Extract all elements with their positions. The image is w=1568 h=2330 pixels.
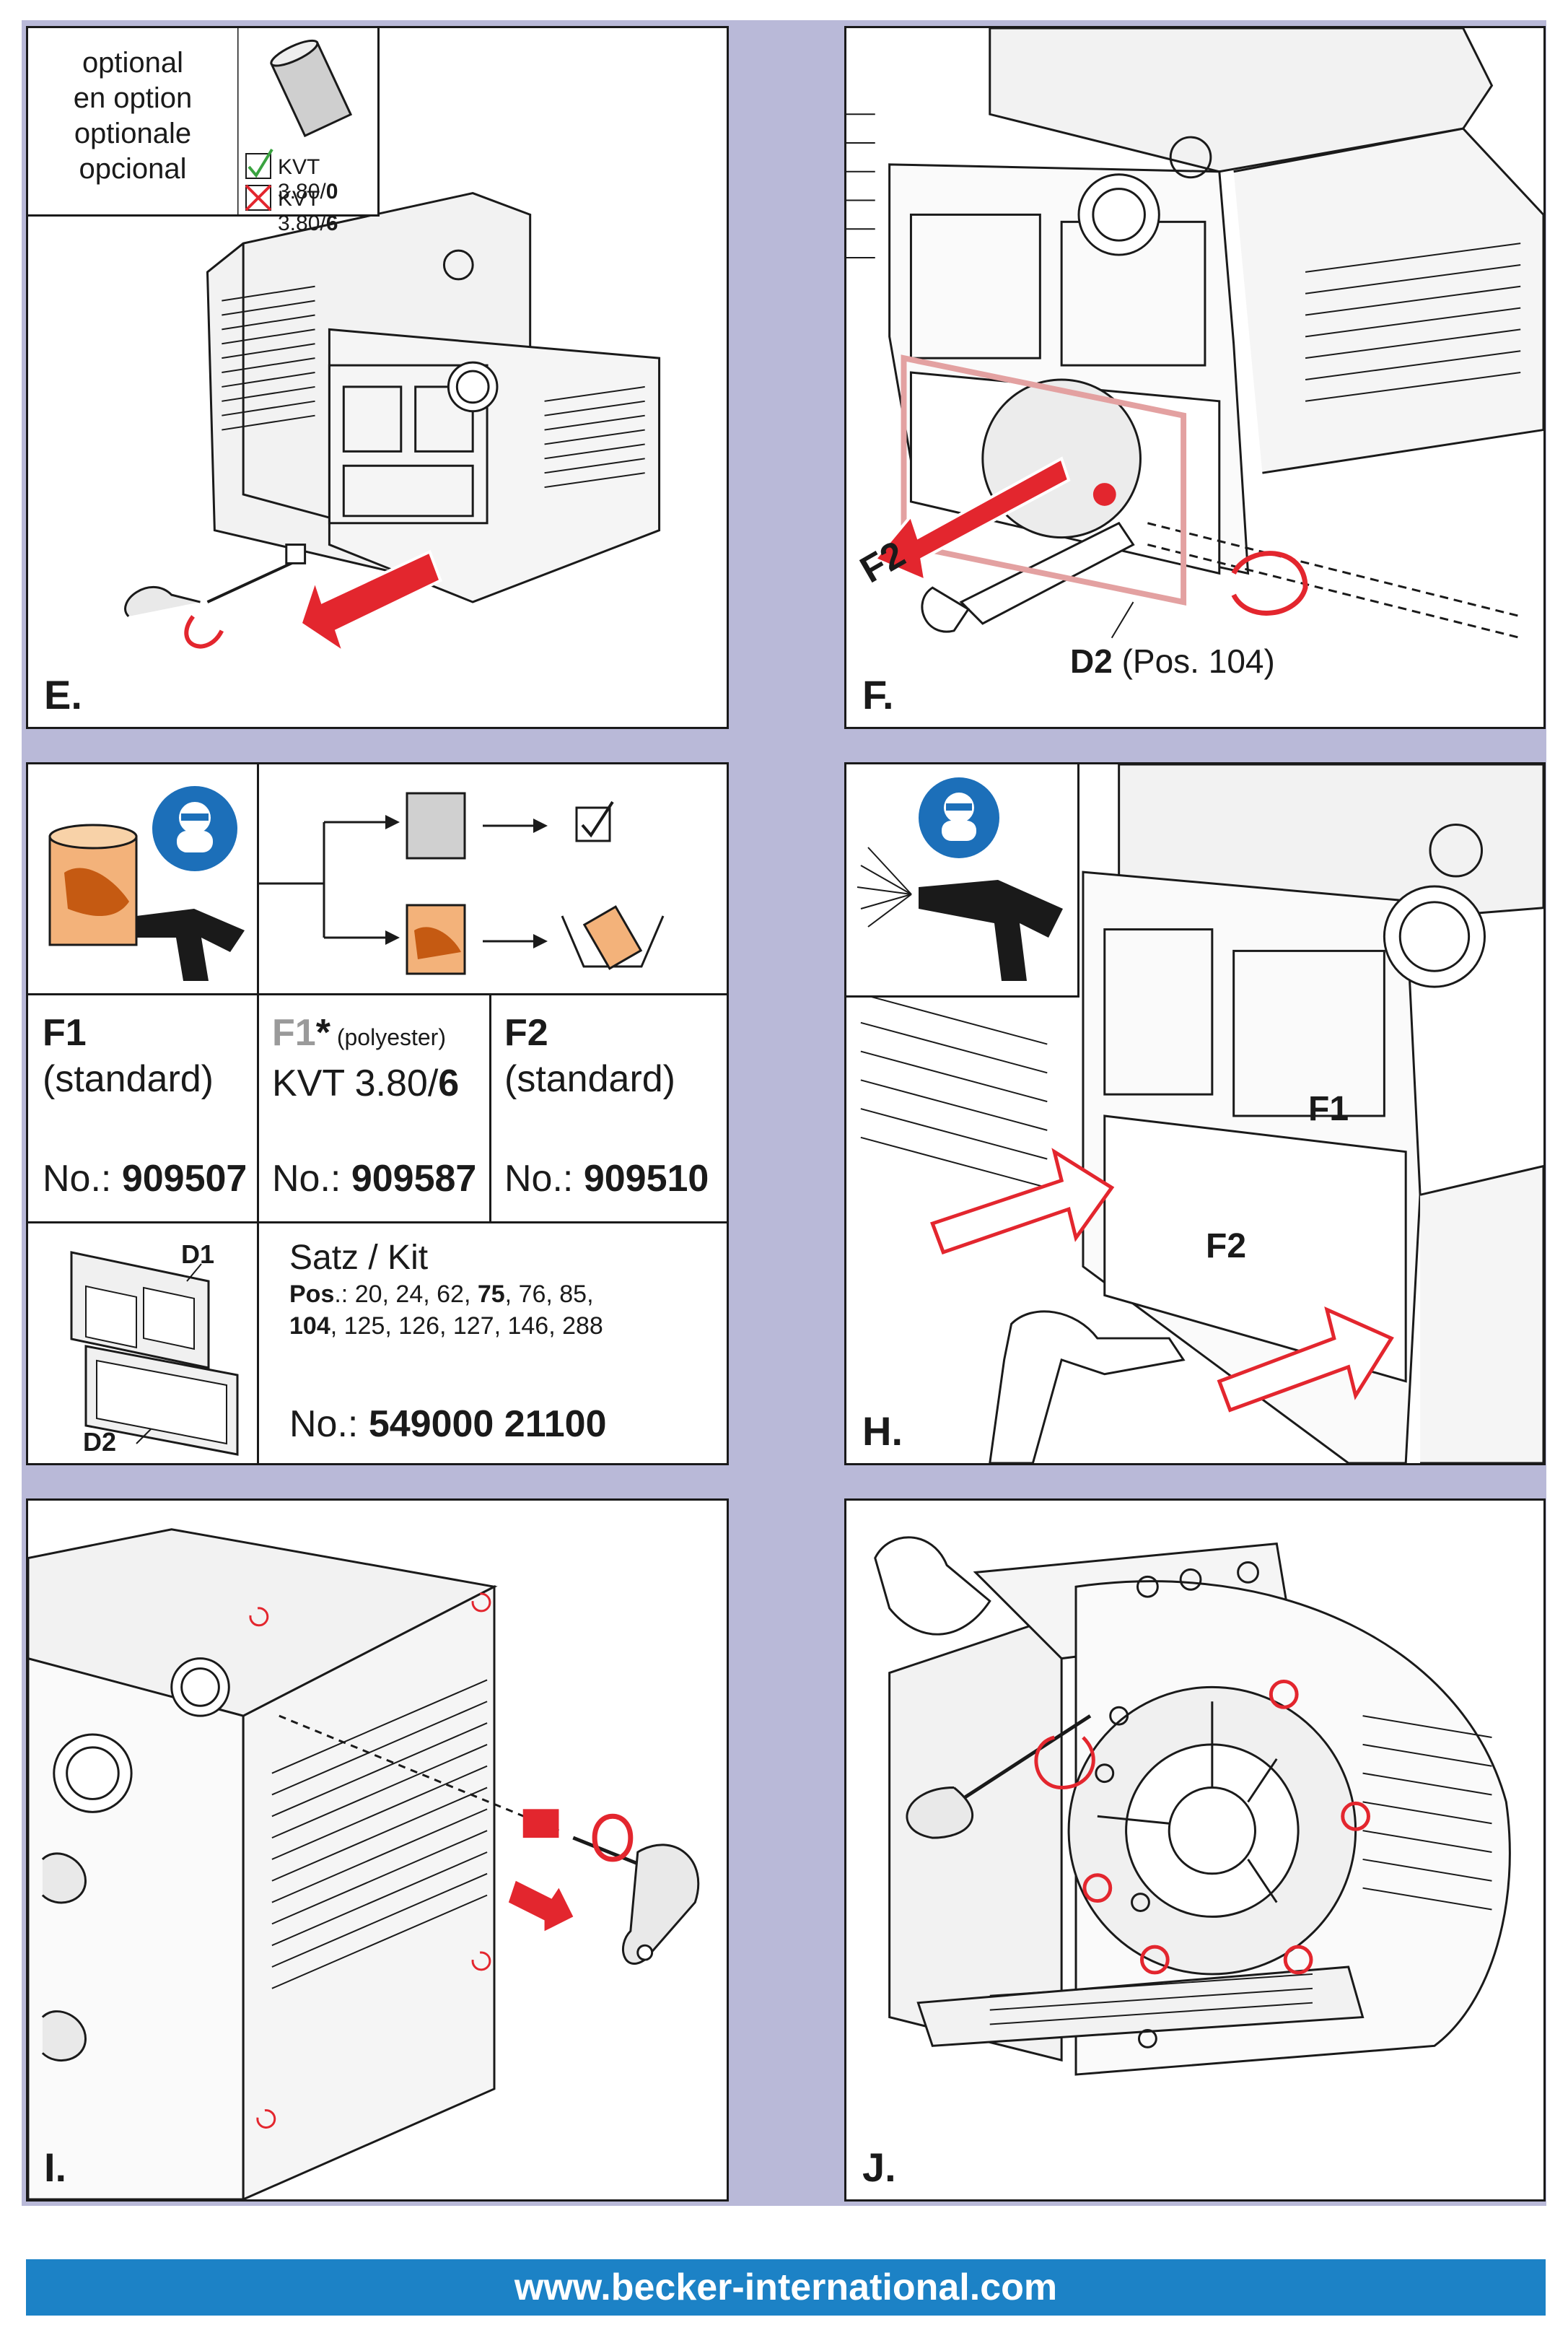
- h-f2-label: F2: [1206, 1227, 1247, 1265]
- footer-url[interactable]: www.becker-international.com: [514, 2266, 1058, 2308]
- f2-name: F2: [504, 1012, 548, 1054]
- pump-drawing-j: [874, 1536, 1511, 2076]
- filter-f1-cell: F1 (standard) No.: 909507: [28, 995, 259, 1223]
- optional-text: optional en option optionale opcional: [73, 47, 193, 185]
- kit-d2-label: D2: [83, 1427, 117, 1457]
- kit-number: No.: 549000 21100: [289, 1403, 607, 1445]
- kit-title: Satz / Kit: [289, 1239, 429, 1277]
- air-gun-icon: [857, 847, 1063, 981]
- filter-f2-cell: F2 (standard) No.: 909510: [491, 995, 727, 1223]
- f1-type: (standard): [43, 1058, 214, 1100]
- h-f1-label: F1: [1308, 1090, 1349, 1128]
- kit-info-cell: Satz / Kit Pos.: 20, 24, 62, 75, 76, 85,…: [259, 1223, 727, 1463]
- f1p-number: No.: 909587: [272, 1158, 477, 1200]
- panel-i: I.: [26, 1498, 729, 2202]
- footer-url-bar[interactable]: www.becker-international.com: [26, 2259, 1546, 2316]
- respirator-mask-icon-h: [919, 777, 999, 858]
- kvt-no-label: KVT 3.80/6: [278, 187, 338, 235]
- filter-f1-polyester-cell: F1* (polyester) KVT 3.80/6 No.: 909587: [259, 995, 491, 1223]
- f1p-name: F1* (polyester): [272, 1012, 446, 1054]
- optional-box: optional en option optionale opcional KV…: [28, 28, 380, 235]
- panel-label-j: J.: [862, 2144, 896, 2190]
- f1-number: No.: 909507: [43, 1158, 248, 1200]
- filter-table: F1 (standard) No.: 909507 F1* (polyester…: [26, 762, 729, 1465]
- filter-clean-icon-cell: [28, 764, 259, 995]
- panel-h: F1 F2 H.: [844, 762, 1546, 1465]
- panel-label-e: E.: [44, 672, 82, 717]
- pump-drawing-e: [124, 192, 661, 656]
- panel-label-h: H.: [862, 1408, 903, 1454]
- kit-gasket-cell: D1 D2: [28, 1223, 259, 1463]
- panel-j: J.: [844, 1498, 1546, 2202]
- f2-number: No.: 909510: [504, 1158, 709, 1200]
- f2-type: (standard): [504, 1058, 675, 1100]
- kit-pos-line-2: 104, 125, 126, 127, 146, 288: [289, 1312, 603, 1340]
- spray-icon-box: [846, 764, 1079, 998]
- panel-e: optional en option optionale opcional KV…: [26, 26, 729, 729]
- gasket-drawing: [70, 1251, 239, 1456]
- kit-pos-line-1: Pos.: 20, 24, 62, 75, 76, 85,: [289, 1280, 594, 1308]
- pump-drawing-i: [28, 1528, 700, 2199]
- filter-cartridge-icon: [237, 28, 353, 214]
- f1-name: F1: [43, 1012, 87, 1054]
- kit-d1-label: D1: [181, 1239, 215, 1269]
- pump-drawing-h: [860, 764, 1543, 1463]
- panel-label-f: F.: [862, 672, 894, 717]
- pump-drawing-f: [846, 28, 1543, 640]
- gasket-d2-label: D2 (Pos. 104): [1070, 642, 1275, 680]
- panel-f: F2 D2 (Pos. 104) F.: [844, 26, 1546, 729]
- filter-blowout-icon: [48, 824, 245, 981]
- f1p-kvt: KVT 3.80/6: [272, 1063, 460, 1104]
- filter-decision-cell: [136, 764, 727, 995]
- filter-decision-diagram: [136, 792, 665, 975]
- kvt-ok-label: KVT 3.80/0: [278, 155, 338, 204]
- panel-label-i: I.: [44, 2144, 67, 2190]
- respirator-mask-icon: [152, 786, 237, 871]
